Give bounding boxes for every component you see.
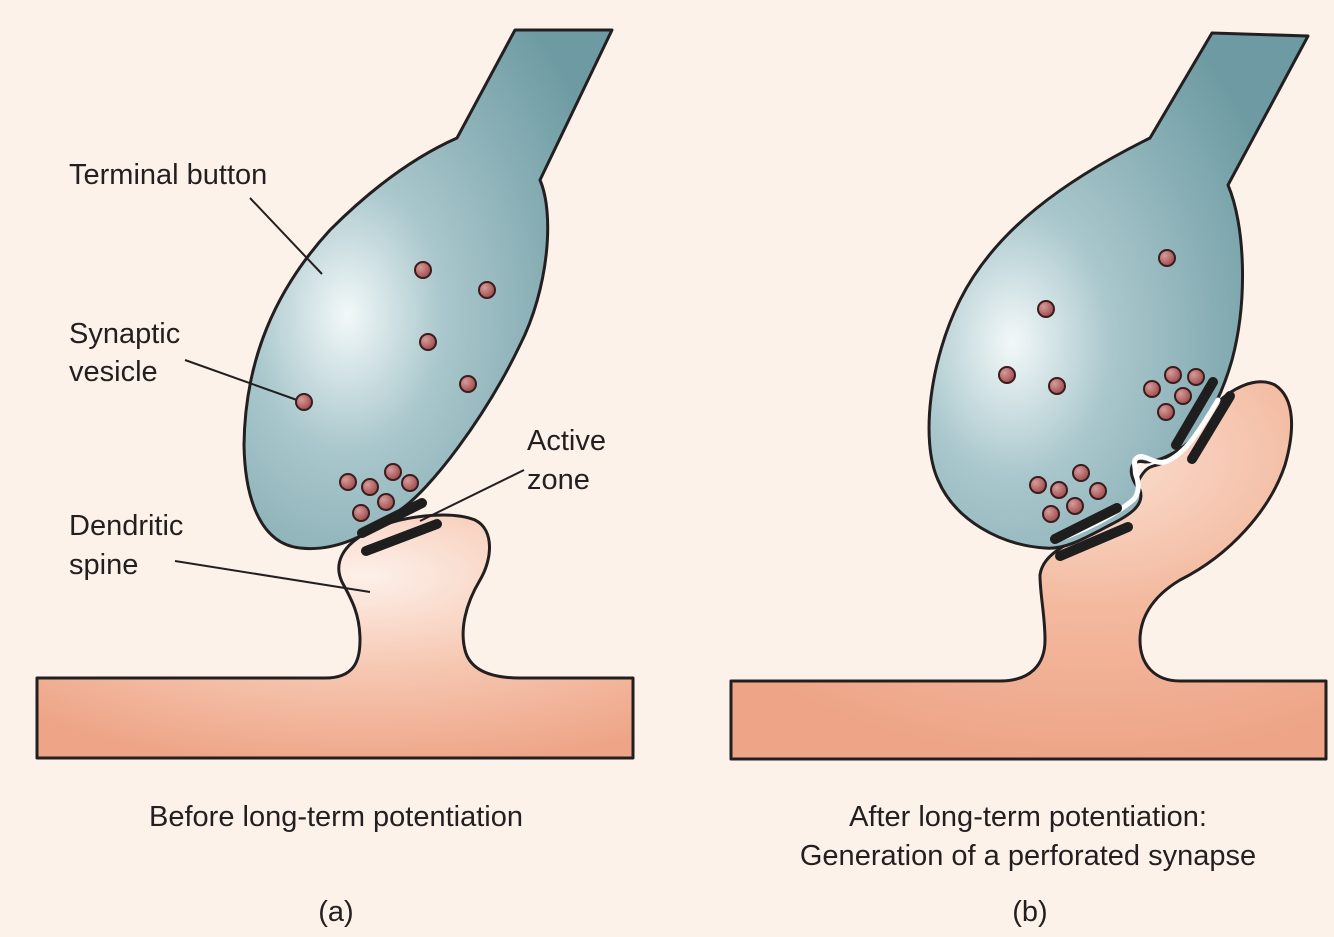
label-synaptic-vesicle-line2: vesicle: [69, 356, 158, 388]
caption-panel-a: Before long-term potentiation: [149, 801, 523, 833]
vesicle: [401, 474, 419, 492]
vesicle: [1174, 387, 1192, 405]
panel-b: After long-term potentiation: Generation…: [729, 31, 1328, 928]
vesicle: [339, 473, 357, 491]
caption-panel-b-line1: After long-term potentiation:: [849, 801, 1207, 833]
vesicle: [419, 333, 437, 351]
vesicles-a: [295, 261, 496, 522]
vesicle: [352, 504, 370, 522]
leader-line-terminal-button: [249, 197, 323, 275]
label-active-zone-line1: Active: [527, 425, 606, 457]
label-terminal-button: Terminal button: [69, 159, 267, 191]
terminal-button-b: [927, 31, 1310, 550]
caption-panel-b-line2: Generation of a perforated synapse: [800, 840, 1256, 872]
vesicle: [1072, 464, 1090, 482]
vesicle: [998, 366, 1016, 384]
vesicle: [1157, 403, 1175, 421]
leader-line-dendritic-spine: [174, 560, 371, 593]
active-zone-presynaptic-b2: [1171, 377, 1218, 450]
active-zone-presynaptic-a: [357, 498, 427, 538]
vesicle: [1187, 368, 1205, 386]
label-dendritic-spine-line2: spine: [69, 549, 138, 581]
vesicle: [1037, 300, 1055, 318]
vesicle: [1143, 380, 1161, 398]
vesicle: [1089, 482, 1107, 500]
panel-a: Terminal button Synaptic vesicle Active …: [35, 28, 635, 928]
vesicle: [459, 375, 477, 393]
leader-line-synaptic-vesicle: [184, 359, 298, 401]
label-dendritic-spine-line1: Dendritic: [69, 510, 183, 542]
vesicle: [295, 393, 313, 411]
vesicle: [1050, 481, 1068, 499]
leader-line-active-zone: [419, 469, 525, 522]
dendrite-a: [35, 513, 635, 760]
label-synaptic-vesicle-line1: Synaptic: [69, 318, 180, 350]
vesicle: [1029, 476, 1047, 494]
vesicle: [1158, 249, 1176, 267]
active-zone-postsynaptic-b1: [1055, 522, 1133, 561]
vesicle: [1164, 366, 1182, 384]
label-active-zone-line2: zone: [527, 464, 590, 496]
vesicles-b: [998, 249, 1205, 523]
vesicle: [1048, 377, 1066, 395]
active-zone-presynaptic-b1: [1050, 503, 1122, 544]
terminal-button-a: [242, 28, 614, 551]
letter-panel-a: (a): [318, 896, 353, 928]
vesicle: [377, 493, 395, 511]
active-zone-postsynaptic-a: [361, 519, 442, 556]
letter-panel-b: (b): [1012, 896, 1047, 928]
vesicle: [361, 478, 379, 496]
active-zone-postsynaptic-b2: [1187, 391, 1235, 464]
vesicle: [1066, 497, 1084, 515]
vesicle: [478, 281, 496, 299]
vesicle: [384, 463, 402, 481]
vesicle: [1042, 505, 1060, 523]
vesicle: [414, 261, 432, 279]
